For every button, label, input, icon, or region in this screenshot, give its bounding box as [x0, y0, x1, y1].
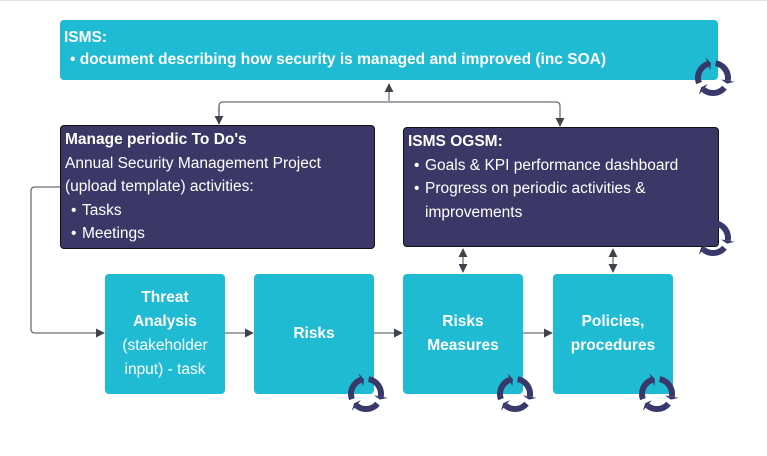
ogsm-item-label: improvements: [425, 203, 523, 221]
step-title: Analysis: [133, 313, 197, 330]
isms-box[interactable]: ISMS: • document describing how security…: [60, 20, 718, 80]
todo-item-label: Meetings: [82, 225, 145, 242]
step-title: Risks: [293, 325, 335, 342]
bullet-dot: •: [414, 156, 420, 174]
connector-todo-to-threat: [30, 186, 105, 338]
step-threat-analysis[interactable]: Threat Analysis (stakeholder input) - ta…: [105, 274, 225, 394]
todo-item-meetings: • Meetings: [65, 222, 374, 246]
top-border: [0, 0, 767, 1]
step-risks[interactable]: Risks: [254, 274, 374, 394]
ogsm-item-progress-cont: improvements: [408, 201, 718, 225]
cycle-arrows-icon: [493, 372, 537, 416]
ogsm-item-progress: • Progress on periodic activities &: [408, 177, 718, 201]
isms-bullet: • document describing how security is ma…: [64, 48, 718, 72]
todo-line2: (upload template) activities:: [65, 178, 254, 195]
cycle-arrows-icon: [691, 216, 735, 260]
bullet-dot: •: [70, 51, 76, 68]
step-title: Risks: [442, 313, 484, 330]
ogsm-item-label: Progress on periodic activities &: [425, 180, 646, 197]
todo-item-label: Tasks: [82, 201, 122, 219]
ogsm-item-goals: • Goals & KPI performance dashboard: [408, 154, 718, 178]
step-title: procedures: [570, 337, 656, 354]
ogsm-title: ISMS OGSM:: [408, 133, 503, 150]
bullet-dot: •: [414, 180, 420, 197]
step-subtitle: input) - task: [124, 361, 206, 378]
step-title: Threat: [141, 289, 189, 306]
todo-box[interactable]: Manage periodic To Do's Annual Security …: [60, 125, 375, 249]
step-policies-procedures[interactable]: Policies, procedures: [553, 274, 673, 394]
bullet-dot: •: [71, 225, 77, 242]
isms-title: ISMS:: [64, 29, 108, 46]
bullet-dot: •: [71, 201, 77, 219]
step-title: Policies,: [581, 313, 645, 330]
cycle-arrows-icon: [691, 56, 735, 100]
step-title: Measures: [427, 337, 499, 354]
todo-item-tasks: • Tasks: [65, 199, 374, 223]
ogsm-box[interactable]: ISMS OGSM: • Goals & KPI performance dash…: [403, 127, 719, 247]
ogsm-item-label: Goals & KPI performance dashboard: [425, 156, 679, 174]
isms-bullet-text: document describing how security is mana…: [79, 51, 606, 68]
step-subtitle: (stakeholder: [122, 337, 208, 354]
cycle-arrows-icon: [635, 372, 679, 416]
todo-line1: Annual Security Management Project: [65, 154, 321, 172]
todo-title: Manage periodic To Do's: [65, 131, 247, 148]
cycle-arrows-icon: [344, 372, 388, 416]
step-risks-measures[interactable]: Risks Measures: [403, 274, 523, 394]
connector-split: [218, 101, 565, 127]
